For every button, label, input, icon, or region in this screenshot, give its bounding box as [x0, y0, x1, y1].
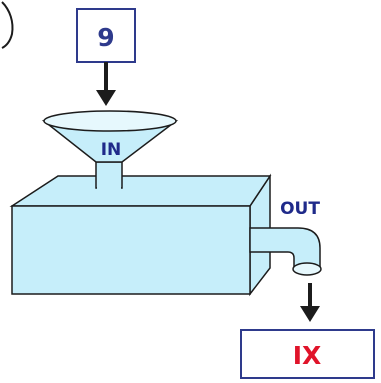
- output-pipe-opening: [292, 262, 322, 276]
- funnel-rim: [43, 110, 177, 132]
- output-value: IX: [293, 341, 322, 370]
- input-arrow: [96, 62, 116, 106]
- output-box: [240, 329, 375, 379]
- partial-ring-edge: [1, 1, 14, 49]
- input-value: 9: [97, 23, 114, 52]
- input-box: [76, 8, 136, 63]
- in-label: IN: [101, 140, 122, 160]
- output-arrow: [300, 283, 320, 322]
- machine-top-face: [9, 175, 272, 207]
- out-label: OUT: [280, 199, 320, 219]
- machine-front-face: [11, 205, 251, 295]
